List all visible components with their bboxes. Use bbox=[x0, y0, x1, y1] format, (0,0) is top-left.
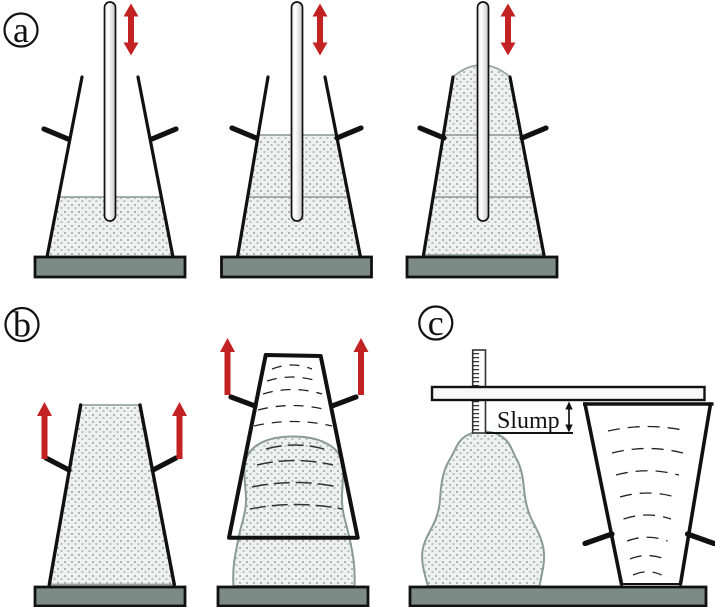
base-plate bbox=[220, 255, 373, 279]
cone-handle-right bbox=[329, 394, 359, 409]
cone-wall-right bbox=[508, 75, 546, 257]
panel-a-label: a bbox=[13, 10, 29, 50]
base-plate bbox=[33, 585, 187, 607]
cone-outline bbox=[227, 353, 360, 540]
panel-c-label: c bbox=[428, 303, 444, 343]
slump-cone-layer1 bbox=[33, 1, 187, 279]
cone-wall-left bbox=[583, 402, 624, 586]
slump-label: Slump bbox=[497, 408, 560, 434]
panel-c-label-circle bbox=[418, 305, 454, 341]
cone-wall-right bbox=[678, 402, 713, 586]
slump-arrowhead-down bbox=[565, 424, 573, 433]
tamping-rod bbox=[103, 1, 117, 222]
cone-wall-left bbox=[47, 403, 83, 587]
cone-wall-right bbox=[136, 75, 175, 259]
filled-cone-before-lift bbox=[33, 402, 187, 607]
panel-b-label: b bbox=[13, 305, 31, 345]
cone-handle-right bbox=[334, 125, 364, 141]
slump-arrowhead-up bbox=[565, 401, 573, 410]
lift-arrow-icon bbox=[172, 402, 187, 459]
panel-c: c bbox=[408, 303, 715, 607]
tamping-rod bbox=[290, 1, 304, 222]
cone-handle-right bbox=[150, 455, 179, 473]
cone-interior bbox=[585, 404, 711, 584]
tamping-arrow-icon bbox=[312, 3, 328, 56]
cone-wall-left bbox=[421, 75, 455, 257]
slump-cone-layer2 bbox=[220, 1, 373, 279]
cone-handle-right bbox=[684, 531, 715, 547]
panel-a: a bbox=[3, 1, 559, 279]
base-plate bbox=[216, 585, 370, 607]
cone-handle-left bbox=[41, 126, 71, 142]
lift-arrow-icon bbox=[353, 338, 369, 395]
tamping-rod bbox=[476, 1, 490, 222]
straightedge-bar bbox=[430, 385, 706, 402]
panel-b-label-circle bbox=[4, 306, 40, 343]
cone-wall-left bbox=[235, 75, 270, 259]
lift-arrow-icon bbox=[220, 338, 235, 395]
panel-b: b bbox=[4, 305, 370, 607]
flow-arcs bbox=[607, 425, 688, 576]
cone-handle-left bbox=[582, 531, 615, 547]
slump-measurement: Slump bbox=[486, 401, 573, 434]
base-plate bbox=[33, 255, 187, 279]
base-plate bbox=[405, 255, 559, 279]
cone-handle-left bbox=[43, 455, 72, 473]
tamping-arrow-icon bbox=[500, 3, 516, 56]
lift-arrow-icon bbox=[37, 402, 52, 459]
cone-handle-left bbox=[417, 125, 447, 141]
slumped-concrete-pile bbox=[421, 430, 546, 587]
tamping-arrow-icon bbox=[123, 3, 139, 56]
cone-handle-left bbox=[228, 394, 258, 409]
flow-arcs bbox=[253, 364, 333, 427]
cone-wall-right bbox=[138, 403, 177, 587]
cone-handle-right bbox=[519, 125, 549, 141]
panel-a-label-circle bbox=[3, 12, 39, 48]
slump-cone-full bbox=[405, 1, 559, 279]
slumping-concrete bbox=[232, 435, 356, 587]
cone-being-lifted bbox=[216, 338, 370, 607]
inverted-empty-cone bbox=[582, 402, 715, 586]
base-plate bbox=[408, 585, 708, 607]
cone-wall-right bbox=[323, 75, 363, 259]
cone-handle-left bbox=[229, 125, 259, 141]
cone-handle-right bbox=[149, 126, 179, 142]
slump-arcs bbox=[249, 444, 343, 510]
cone-wall-left bbox=[45, 75, 84, 259]
